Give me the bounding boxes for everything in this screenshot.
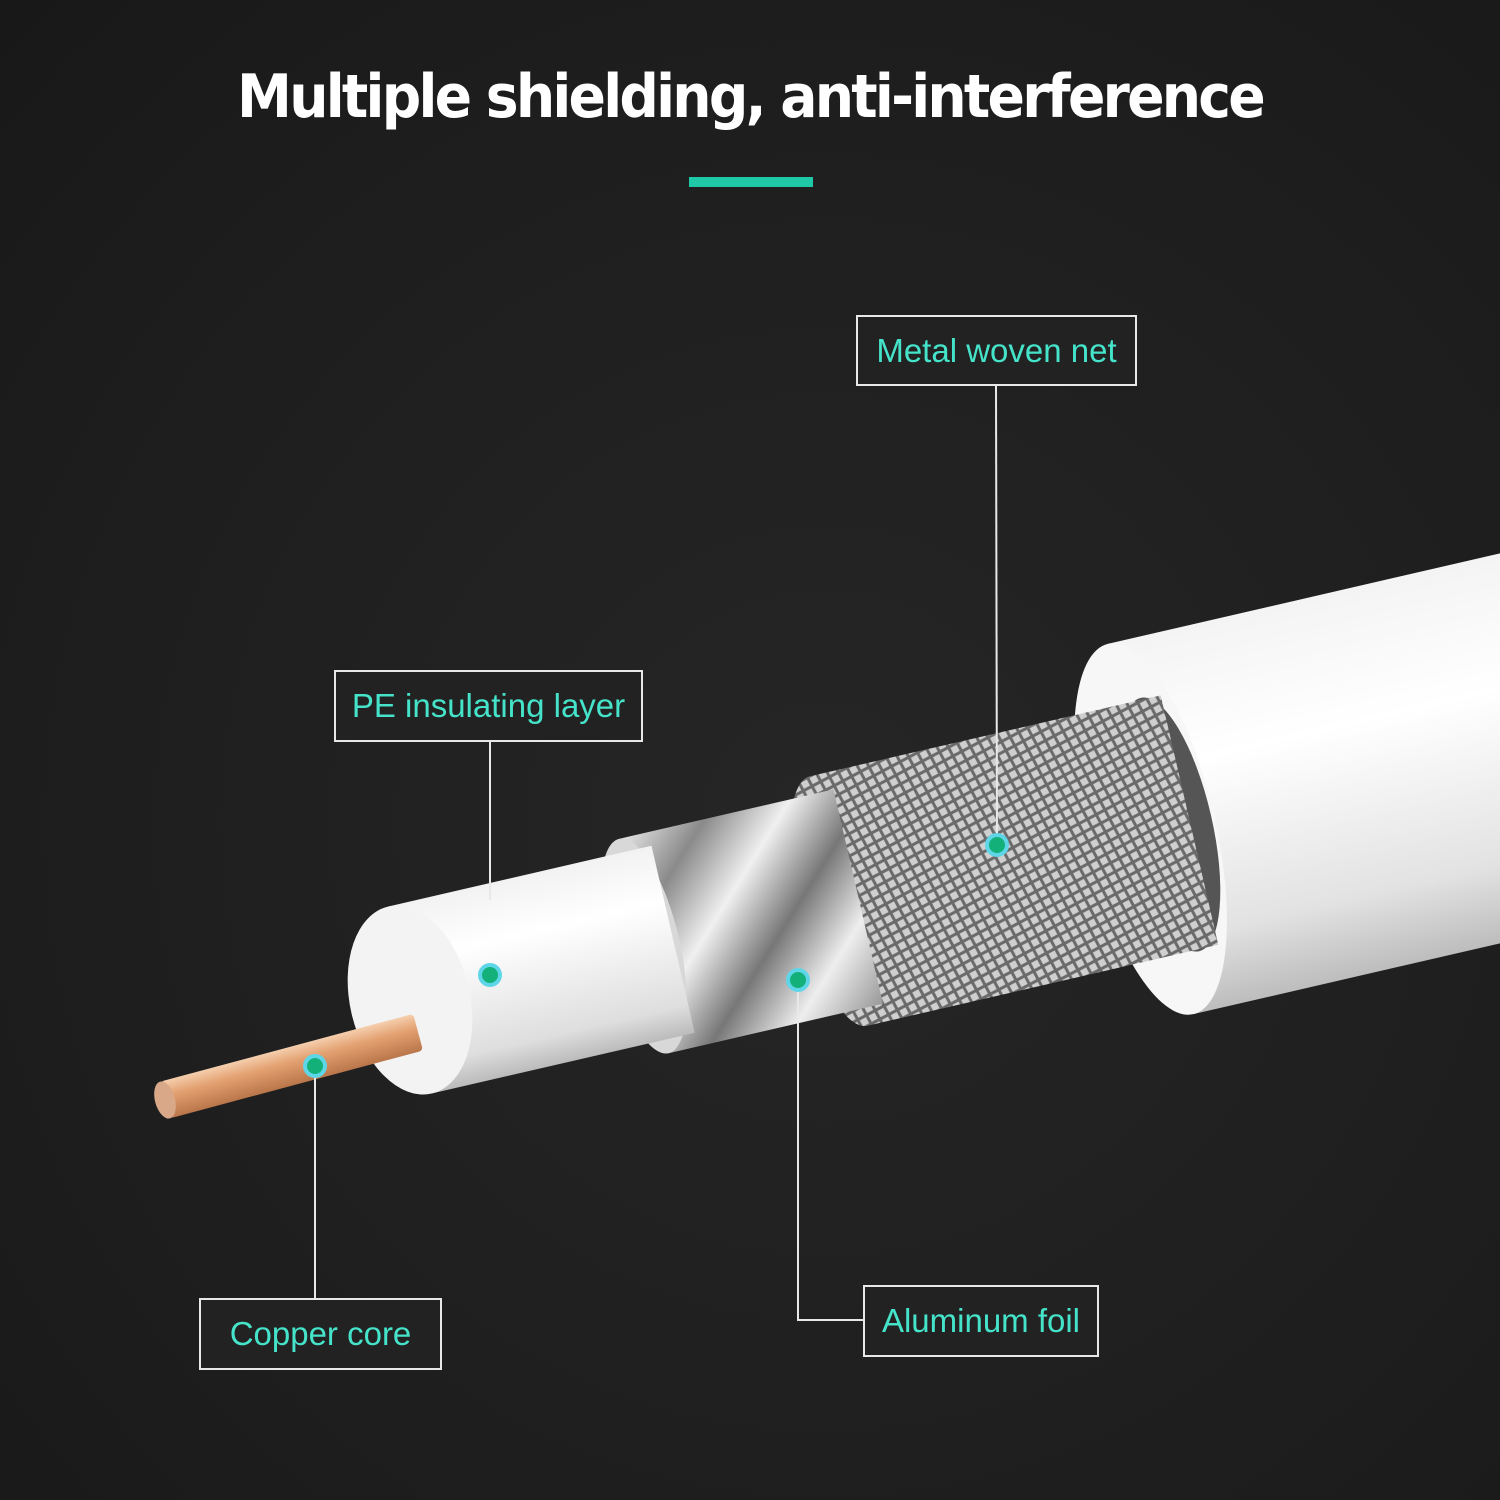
label-pe-insulating-layer: PE insulating layer: [334, 670, 643, 742]
marker-dot-metal: [985, 833, 1009, 857]
leader-line-metal: [995, 384, 998, 846]
marker-dot-copper: [303, 1054, 327, 1078]
label-metal-woven-net: Metal woven net: [856, 315, 1137, 386]
leader-line-aluminum: [797, 980, 863, 1321]
title-underline: [689, 177, 813, 187]
page-title: Multiple shielding, anti-interference: [237, 62, 1266, 132]
label-copper-core: Copper core: [199, 1298, 442, 1370]
copper-core: [154, 1014, 423, 1119]
label-aluminum-foil: Aluminum foil: [863, 1285, 1099, 1357]
marker-dot-pe: [478, 963, 502, 987]
marker-dot-aluminum: [786, 968, 810, 992]
pe-insulating-layer: [347, 845, 695, 1095]
